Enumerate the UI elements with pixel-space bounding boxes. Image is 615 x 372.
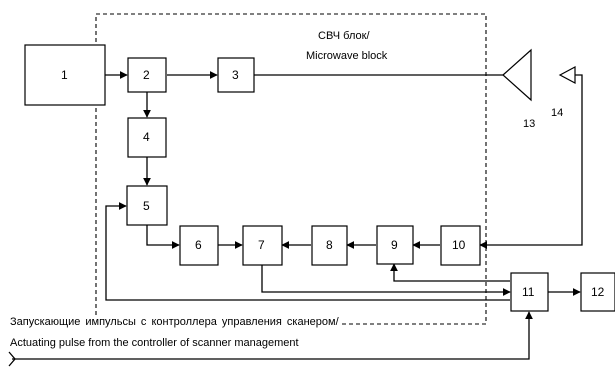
block-7: 7 [242,225,283,266]
microwave-block-label-en: Microwave block [306,50,388,62]
block-9-label: 9 [391,238,398,252]
rx-antenna-icon [558,66,576,84]
block-11: 11 [510,272,549,312]
block-4: 4 [127,117,167,158]
tx-antenna-label: 13 [523,118,535,130]
microwave-block-label-ru: СВЧ блок/ [318,30,370,42]
block-2-label: 2 [143,68,150,82]
trigger-input-marker [8,351,16,367]
tx-antenna-icon [502,48,532,102]
block-3-label: 3 [232,68,239,82]
block-8: 8 [311,225,348,266]
block-4-label: 4 [143,130,150,144]
caption-line-en: Actuating pulse from the controller of s… [10,337,299,349]
block-9: 9 [376,225,414,265]
block-2: 2 [127,57,167,93]
connections [8,71,583,367]
wire-5-6 [146,225,180,249]
rx-antenna-label: 14 [551,107,563,119]
caption-line-ru: Запускающие импульсы с контроллера управ… [10,315,339,329]
block-3: 3 [217,57,255,93]
wire-trigger-11 [12,311,533,360]
block-7-label: 7 [258,238,265,252]
wire-7-11 [261,265,511,296]
wire-11-5 [105,202,510,301]
block-6: 6 [179,225,219,266]
block-1-label: 1 [61,68,68,82]
block-10: 10 [440,225,481,266]
block-5-label: 5 [143,199,150,213]
block-11-label: 11 [522,285,535,299]
block-12-label: 12 [591,285,605,299]
block-1: 1 [24,44,106,106]
block-5: 5 [126,185,168,226]
block-10-label: 10 [452,238,466,252]
block-6-label: 6 [195,238,202,252]
block-8-label: 8 [326,238,333,252]
wire-11-9 [390,263,510,282]
block-12: 12 [580,272,615,312]
wire-14-10 [479,74,583,249]
